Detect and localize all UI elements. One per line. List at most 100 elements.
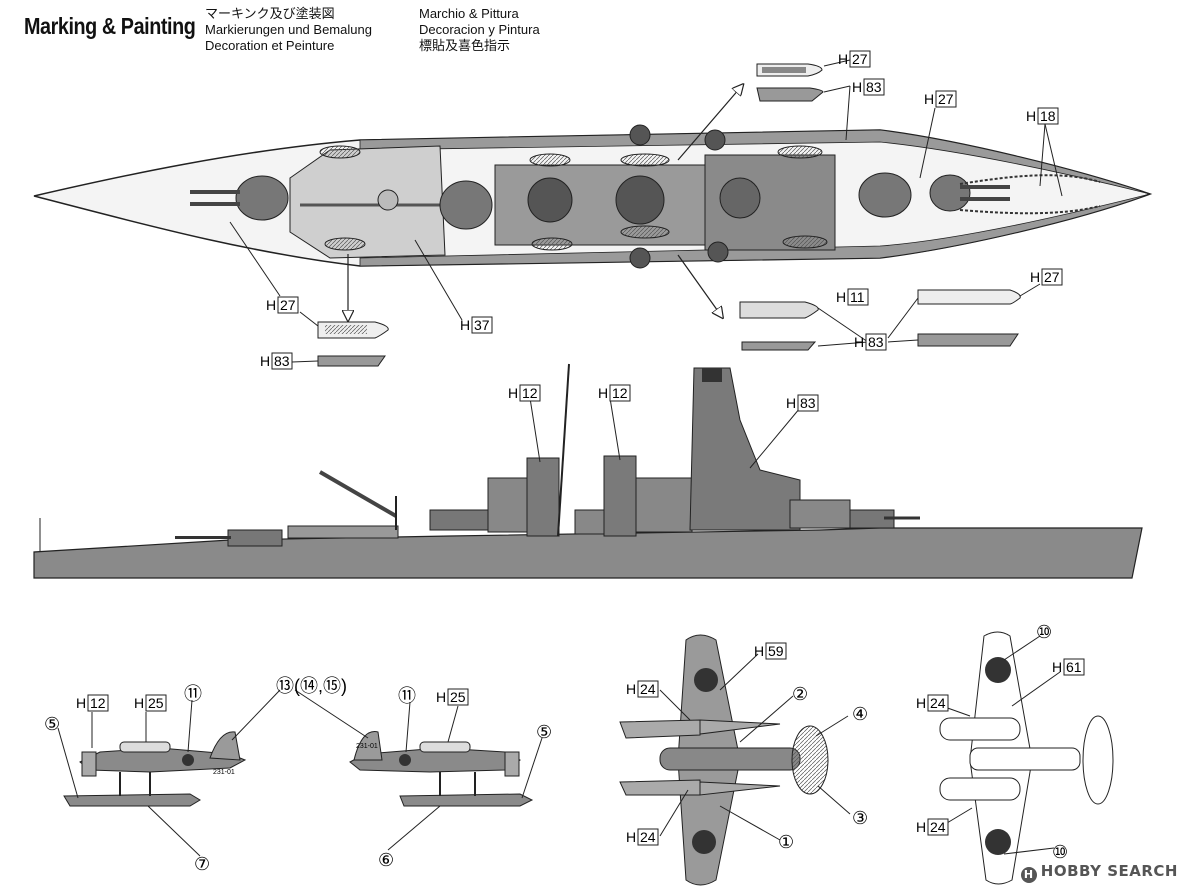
header-spanish: Decoracion y Pintura bbox=[419, 22, 540, 37]
ship-top-view bbox=[33, 88, 1153, 316]
header-french: Decoration et Peinture bbox=[205, 38, 335, 53]
callout-1: ① bbox=[778, 832, 794, 852]
header-italian: Marchio & Pittura bbox=[419, 6, 519, 21]
svg-text:H: H bbox=[436, 689, 446, 705]
svg-text:12: 12 bbox=[90, 695, 106, 711]
svg-text:H: H bbox=[786, 395, 796, 411]
svg-text:H: H bbox=[854, 334, 864, 350]
svg-text:H: H bbox=[838, 51, 848, 67]
callout-11-left: ⑪ bbox=[184, 684, 202, 704]
svg-text:37: 37 bbox=[474, 317, 490, 333]
svg-text:H: H bbox=[924, 91, 934, 107]
boat-detail-left bbox=[291, 311, 389, 367]
leader-lines-side bbox=[529, 397, 801, 469]
header-japanese: マーキンク及び塗装図 bbox=[205, 6, 335, 21]
svg-text:H: H bbox=[598, 385, 608, 401]
label-h12-c: H 12 bbox=[76, 694, 109, 712]
svg-text:27: 27 bbox=[852, 51, 868, 67]
callout-5-right: ⑤ bbox=[536, 722, 552, 742]
aircraft-code-left: 231-01 bbox=[213, 769, 235, 776]
svg-text:18: 18 bbox=[1040, 108, 1056, 124]
label-h61: H 61 bbox=[1052, 658, 1085, 676]
svg-text:83: 83 bbox=[866, 79, 882, 95]
svg-text:H: H bbox=[266, 297, 276, 313]
label-h59: H 59 bbox=[754, 642, 787, 660]
svg-text:24: 24 bbox=[640, 829, 656, 845]
svg-text:27: 27 bbox=[1044, 269, 1060, 285]
svg-text:59: 59 bbox=[768, 643, 784, 659]
label-h83-d: H 83 bbox=[786, 394, 819, 412]
circled-numbers: ⑤ ⑪ ⑬(⑭,⑮) ⑪ ⑤ ⑦ ⑥ ② ④ ③ ① ⑩ ⑩ bbox=[44, 622, 1068, 874]
callout-2: ② bbox=[792, 684, 808, 704]
svg-text:83: 83 bbox=[274, 353, 290, 369]
svg-text:83: 83 bbox=[868, 334, 884, 350]
callout-5-left: ⑤ bbox=[44, 714, 60, 734]
svg-text:27: 27 bbox=[280, 297, 296, 313]
header-chinese: 標貼及喜色指示 bbox=[419, 38, 511, 53]
label-h25-a: H 25 bbox=[134, 694, 167, 712]
code-labels: H 27 H 83 H 27 H 18 H 27 H 11 bbox=[76, 50, 1085, 846]
svg-text:H: H bbox=[460, 317, 470, 333]
watermark-text: HOBBY SEARCH bbox=[1040, 862, 1178, 880]
callout-11-right: ⑪ bbox=[398, 686, 416, 706]
callout-13-group: ⑬(⑭,⑮) bbox=[276, 676, 347, 696]
svg-text:H: H bbox=[626, 829, 636, 845]
callout-6: ⑥ bbox=[378, 850, 394, 870]
label-h27-a: H 27 bbox=[838, 50, 871, 68]
svg-text:12: 12 bbox=[522, 385, 538, 401]
svg-text:H: H bbox=[1026, 108, 1036, 124]
svg-text:H: H bbox=[1052, 659, 1062, 675]
boat-detail-right bbox=[739, 283, 1041, 351]
callout-4: ④ bbox=[852, 704, 868, 724]
label-h12-a: H 12 bbox=[508, 384, 541, 402]
svg-text:H: H bbox=[134, 695, 144, 711]
label-h25-b: H 25 bbox=[436, 688, 469, 706]
svg-text:H: H bbox=[626, 681, 636, 697]
label-h12-b: H 12 bbox=[598, 384, 631, 402]
aircraft-bottom-white bbox=[939, 631, 1114, 885]
boat-detail-top bbox=[756, 59, 851, 141]
svg-text:11: 11 bbox=[850, 289, 865, 305]
aircraft-side-right: 231-01 bbox=[349, 731, 534, 807]
label-h27-b: H 27 bbox=[924, 90, 957, 108]
svg-text:12: 12 bbox=[612, 385, 628, 401]
svg-text:24: 24 bbox=[640, 681, 656, 697]
label-h24-d: H 24 bbox=[916, 818, 949, 836]
ship-side-view bbox=[33, 363, 1143, 579]
label-h83-c: H 83 bbox=[260, 352, 293, 370]
label-h83-b: H 83 bbox=[854, 333, 887, 351]
hobby-search-logo-icon: H bbox=[1020, 867, 1037, 883]
page-title: Marking & Painting bbox=[24, 13, 196, 39]
callout-3: ③ bbox=[852, 808, 868, 828]
callout-10-bottom: ⑩ bbox=[1052, 842, 1068, 862]
label-h83-a: H 83 bbox=[852, 78, 885, 96]
svg-text:H: H bbox=[754, 643, 764, 659]
aircraft-code-right: 231-01 bbox=[356, 743, 378, 750]
svg-text:H: H bbox=[836, 289, 846, 305]
svg-text:25: 25 bbox=[450, 689, 466, 705]
label-h11: H 11 bbox=[836, 288, 869, 306]
svg-text:H: H bbox=[852, 79, 862, 95]
svg-text:27: 27 bbox=[938, 91, 954, 107]
callout-7: ⑦ bbox=[194, 854, 210, 874]
svg-text:H: H bbox=[508, 385, 518, 401]
header-col2: Marchio & Pittura Decoracion y Pintura 標… bbox=[419, 6, 540, 54]
svg-text:H: H bbox=[76, 695, 86, 711]
label-h24-b: H 24 bbox=[626, 828, 659, 846]
svg-text:25: 25 bbox=[148, 695, 164, 711]
aircraft-top-grey bbox=[619, 634, 829, 886]
label-h24-a: H 24 bbox=[626, 680, 659, 698]
aircraft-side-left: 231-01 bbox=[63, 731, 247, 807]
label-h27-d: H 27 bbox=[266, 296, 299, 314]
leader-lines-aircraft-top bbox=[659, 653, 851, 841]
label-h37: H 37 bbox=[460, 316, 493, 334]
label-h24-c: H 24 bbox=[916, 694, 949, 712]
callout-10-top: ⑩ bbox=[1036, 622, 1052, 642]
label-h27-c: H 27 bbox=[1030, 268, 1063, 286]
svg-text:H: H bbox=[916, 695, 926, 711]
svg-text:24: 24 bbox=[930, 695, 946, 711]
leader-lines-aircraft-side bbox=[57, 689, 543, 857]
svg-text:83: 83 bbox=[800, 395, 816, 411]
